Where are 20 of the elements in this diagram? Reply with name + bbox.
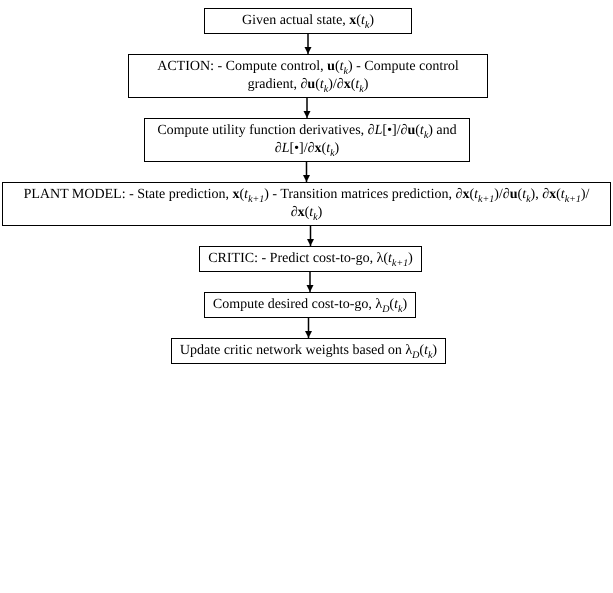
arrow	[305, 318, 312, 338]
box-text: Compute desired cost-to-go, λ$_{D}$(t$_{k}$)	[212, 296, 408, 314]
box-text: Given actual state, x(t$_{k}$)	[241, 12, 375, 30]
box-text: ACTION: - Compute control, u(t$_{k}$) - Compute control gradient, ∂u(t$_{k}$)/∂x(t$_{k}$)	[156, 58, 460, 94]
process-box	[2, 182, 611, 226]
arrow	[307, 226, 314, 246]
process-box	[171, 338, 446, 364]
process-box	[204, 8, 412, 34]
box-text: Update critic network weights based on λ$_{D}$(t$_{k}$)	[178, 342, 438, 360]
process-box	[128, 54, 488, 98]
arrow	[306, 272, 314, 292]
arrow	[303, 162, 310, 182]
arrow	[304, 34, 312, 54]
arrow	[304, 98, 310, 118]
box-text: CRITIC: - Predict cost-to-go, λ(t$_{k+1}$)	[207, 250, 414, 268]
process-box	[204, 292, 416, 318]
box-text: Compute utility function derivatives, ∂L[•]/∂u(t$_{k}$) and ∂L[•]/∂x(t$_{k}$)	[156, 122, 458, 158]
box-text: PLANT MODEL: - State prediction, x(t$_{k+1}$) - Transition matrices prediction, ∂x(t$_{k+1}$)/∂u(t$_{k}$), ∂x(t$_{k+1}$)/∂x(t$_{k}$)	[22, 186, 590, 222]
process-box	[144, 118, 470, 162]
process-box	[199, 246, 422, 272]
